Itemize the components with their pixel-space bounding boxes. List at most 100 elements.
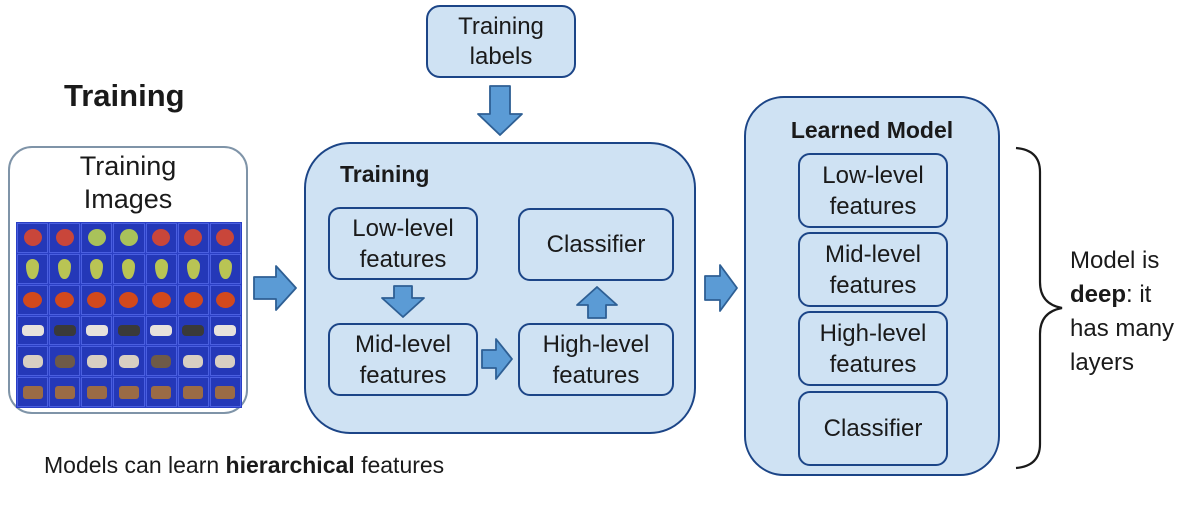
cows-object (150, 324, 173, 336)
horses-object (151, 385, 172, 399)
apples-object (152, 229, 171, 247)
image-thumbnail-tomatoes (145, 284, 177, 315)
pears-object (154, 258, 168, 279)
pears-object (26, 258, 40, 279)
training-images-grid (16, 222, 242, 408)
training-images-title-word1: Training (79, 151, 177, 181)
image-thumbnail-apples (81, 223, 113, 253)
image-thumbnail-tomatoes (209, 284, 241, 315)
image-thumbnail-horses (177, 377, 209, 407)
deep-note-line4: layers (1070, 349, 1135, 376)
image-thumbnail-pears (209, 253, 241, 284)
image-thumbnail-pears (81, 253, 113, 284)
tomatoes-object (87, 291, 107, 308)
training-labels-text: Training labels (458, 12, 544, 70)
image-thumbnail-apples (49, 223, 81, 253)
pears-object (218, 258, 232, 279)
learned-mid-level-label: Mid-level features (824, 240, 922, 299)
dogs-object (22, 354, 43, 368)
image-thumbnail-horses (49, 377, 81, 407)
layers-brace (1015, 146, 1063, 470)
dogs-object (183, 354, 204, 368)
image-thumbnail-apples (113, 223, 145, 253)
low-to-mid-arrow (381, 285, 425, 318)
image-thumbnail-pears (177, 253, 209, 284)
learned-model-title: Learned Model (790, 117, 954, 143)
horses-object (54, 385, 75, 399)
training-heading: Training (64, 78, 185, 113)
image-thumbnail-apples (209, 223, 241, 253)
caption-suffix: features (354, 452, 445, 478)
cows-object (21, 324, 44, 336)
image-thumbnail-tomatoes (17, 284, 49, 315)
caption-bold: hierarchical (225, 452, 355, 478)
image-thumbnail-dogs (145, 346, 177, 377)
image-thumbnail-pears (49, 253, 81, 284)
caption-prefix: Models can learn (44, 452, 226, 478)
image-thumbnail-cows (81, 315, 113, 346)
training-labels-box: Training labels (426, 5, 576, 78)
cows-object (117, 324, 140, 336)
labels-down-arrow (477, 85, 523, 136)
horses-object (183, 385, 204, 399)
pears-object (122, 258, 136, 279)
image-thumbnail-tomatoes (177, 284, 209, 315)
training-low-level-label: Low-level features (352, 214, 454, 273)
hierarchical-caption: Models can learn hierarchical features (44, 452, 444, 479)
image-thumbnail-dogs (81, 346, 113, 377)
horses-object (118, 385, 139, 399)
image-thumbnail-apples (145, 223, 177, 253)
deep-note-line3: has many (1070, 315, 1175, 342)
image-thumbnail-apples (177, 223, 209, 253)
dogs-object (151, 354, 172, 368)
training-panel-title: Training (340, 161, 430, 187)
cows-object (53, 324, 76, 336)
apples-object (23, 229, 42, 247)
tomatoes-object (119, 291, 139, 308)
cows-object (85, 324, 108, 336)
pears-object (58, 258, 72, 279)
image-thumbnail-horses (209, 377, 241, 407)
cows-object (214, 324, 237, 336)
learned-low-level-box: Low-level features (798, 153, 948, 228)
horses-object (215, 385, 236, 399)
learned-classifier-label: Classifier (823, 415, 923, 442)
image-thumbnail-cows (113, 315, 145, 346)
deep-note-line2-rest: : it (1126, 281, 1152, 308)
apples-object (184, 229, 203, 247)
image-thumbnail-cows (17, 315, 49, 346)
training-images-title: Training Images (10, 150, 246, 216)
high-to-classifier-arrow (576, 286, 618, 319)
apples-object (87, 229, 106, 247)
image-thumbnail-pears (113, 253, 145, 284)
dogs-object (118, 354, 139, 368)
image-thumbnail-dogs (17, 346, 49, 377)
cows-object (182, 324, 205, 336)
images-right-arrow (253, 265, 297, 311)
image-thumbnail-tomatoes (113, 284, 145, 315)
training-low-level-box: Low-level features (328, 207, 478, 280)
training-mid-level-box: Mid-level features (328, 323, 478, 396)
image-thumbnail-dogs (113, 346, 145, 377)
learned-high-level-box: High-level features (798, 311, 948, 386)
tomatoes-object (55, 291, 75, 308)
training-images-card: Training Images (8, 146, 248, 414)
image-thumbnail-horses (17, 377, 49, 407)
image-thumbnail-cows (49, 315, 81, 346)
deep-model-note: Model is deep: it has many layers (1070, 244, 1174, 380)
tomatoes-object (215, 291, 235, 308)
image-thumbnail-tomatoes (81, 284, 113, 315)
deep-note-line1: Model is (1070, 247, 1160, 274)
image-thumbnail-dogs (209, 346, 241, 377)
training-classifier-label: Classifier (546, 231, 646, 258)
learned-high-level-label: High-level features (819, 319, 927, 378)
image-thumbnail-horses (145, 377, 177, 407)
image-thumbnail-horses (81, 377, 113, 407)
pears-object (186, 258, 200, 279)
deep-note-line2: deep: it (1070, 278, 1174, 312)
apples-object (119, 229, 138, 247)
image-thumbnail-horses (113, 377, 145, 407)
learned-classifier-box: Classifier (798, 391, 948, 466)
training-mid-level-label: Mid-level features (354, 330, 452, 389)
deep-note-bold: deep (1070, 281, 1127, 308)
